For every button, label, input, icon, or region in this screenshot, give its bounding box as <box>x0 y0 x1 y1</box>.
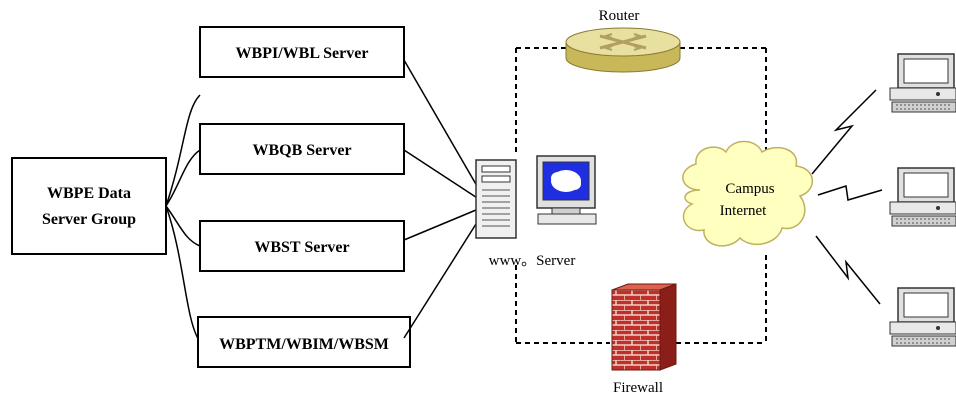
server-box-wbptm: WBPTM/WBIM/WBSM <box>197 316 411 368</box>
server-label: WBST Server <box>254 239 349 256</box>
dashed-network-loop <box>515 47 767 344</box>
server-box-wbst: WBST Server <box>199 220 405 272</box>
group-box: WBPE Data Server Group <box>11 157 167 255</box>
router-label: Router <box>599 8 640 24</box>
server-label: WBPI/WBL Server <box>236 45 369 62</box>
server-connectors <box>403 59 489 339</box>
server-box-wbqb: WBQB Server <box>199 123 405 175</box>
server-tower-icon <box>475 159 517 239</box>
pc-icon <box>889 287 956 347</box>
server-box-wbpi: WBPI/WBL Server <box>199 26 405 78</box>
router-icon <box>565 27 681 73</box>
pc-icon <box>889 167 956 227</box>
computer-monitor-icon <box>536 155 597 225</box>
firewall-label: Firewall <box>613 380 663 396</box>
firewall-icon <box>611 283 677 371</box>
pc-icon <box>889 53 956 113</box>
cloud-icon <box>682 140 813 247</box>
server-label: WBQB Server <box>252 142 351 159</box>
server-label: WBPTM/WBIM/WBSM <box>219 336 389 353</box>
cloud-label-line1: Campus <box>725 181 774 197</box>
www-server-label: www。Server <box>489 253 576 269</box>
wireless-links <box>811 89 883 305</box>
group-box-line2: Server Group <box>42 211 136 228</box>
group-box-line1: WBPE Data <box>47 185 131 202</box>
group-connectors <box>165 94 201 343</box>
cloud-label-line2: Internet <box>720 203 767 219</box>
